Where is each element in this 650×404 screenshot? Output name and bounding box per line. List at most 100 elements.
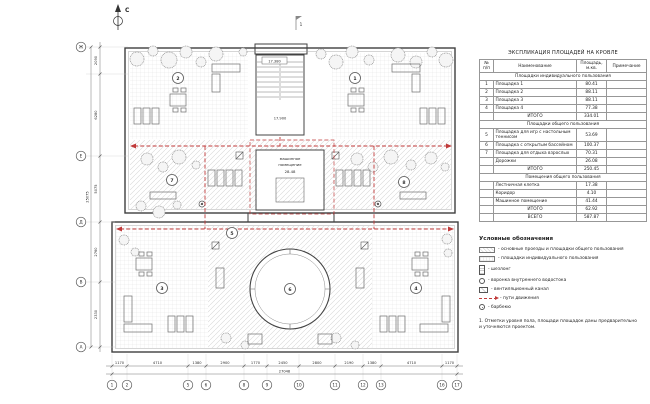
elevation-label: 17.380 <box>268 59 281 63</box>
legend-item-individual-areas: - площадки индивидуального пользования <box>479 256 647 262</box>
roof-plan-drawing: С 1 <box>75 4 463 391</box>
tree-icon <box>409 55 423 69</box>
sun-loungers <box>335 169 371 187</box>
dim-label: 5075 <box>94 184 98 193</box>
section-label: 1 <box>300 22 303 27</box>
machine-room-label: машинное <box>280 156 301 161</box>
sofa-set <box>419 295 451 333</box>
vent-shafts <box>211 151 369 250</box>
tree-icon <box>440 162 450 172</box>
barbecue-dot <box>200 202 204 206</box>
grid-axis-label: Е <box>80 154 83 159</box>
legend-label: - барбекю <box>488 304 511 310</box>
building-outline <box>111 43 459 353</box>
table-header-row: № п/п Наименование Площадь, м.кв. Примеч… <box>479 59 647 73</box>
tree-icon <box>130 247 140 257</box>
stair-core: 17.380 17.900 <box>255 54 305 136</box>
bench <box>355 267 365 289</box>
tree-icon <box>240 340 250 350</box>
grid-axis-label: 6 <box>205 383 208 388</box>
legend-label: - вентиляционный канал <box>491 287 549 293</box>
barbecue-icon <box>374 200 382 208</box>
grid-axis-label: 10 <box>296 383 302 388</box>
area-balloon-label: 1 <box>353 76 356 82</box>
tree-icon <box>129 51 145 67</box>
dim-label: 2900 <box>220 361 230 365</box>
tree-icon <box>135 200 147 212</box>
area-balloon-label: 2 <box>176 76 179 82</box>
dim-label: 1170 <box>445 361 455 365</box>
legend: Условные обозначения - основные проезды … <box>479 236 647 311</box>
dim-total-label: 27048 <box>279 370 291 374</box>
vent-shaft-icon <box>235 151 244 160</box>
grid-axis-label: Д <box>79 220 83 225</box>
tree-icon <box>195 56 207 68</box>
dining-set <box>347 87 365 113</box>
terrace-zone <box>130 53 248 139</box>
trees-layer <box>118 45 454 350</box>
tree-icon <box>152 205 166 219</box>
north-label: С <box>125 7 130 14</box>
legend-label: - площадки индивидуального пользования <box>498 256 599 262</box>
elevation-label: 17.900 <box>274 116 287 120</box>
dim-label: 1380 <box>367 361 377 365</box>
dining-set <box>169 87 187 113</box>
sofa-set <box>123 295 153 333</box>
vent-shaft-icon <box>360 241 369 250</box>
movement-arrows <box>116 143 454 232</box>
tree-icon <box>345 45 359 59</box>
bench <box>399 191 427 200</box>
sofa-set <box>391 63 421 93</box>
area-table: № п/п Наименование Площадь, м.кв. Примеч… <box>479 59 647 222</box>
tree-icon <box>157 161 169 173</box>
tree-icon <box>441 233 453 245</box>
right-panel: ЭКСПЛИКАЦИЯ ПЛОЩАДЕЙ НА КРОВЛЕ № п/п Наи… <box>479 50 647 331</box>
area-balloon-label: 7 <box>170 178 173 184</box>
legend-item-bbq: - барбекю <box>479 304 647 311</box>
dim-label: 1170 <box>115 361 125 365</box>
sun-loungers <box>419 107 446 125</box>
table <box>247 333 263 345</box>
tree-icon <box>220 332 232 344</box>
area-balloon-label: 5 <box>230 231 233 237</box>
dim-label: 2800 <box>312 361 322 365</box>
bench <box>215 267 225 289</box>
table-title: ЭКСПЛИКАЦИЯ ПЛОЩАДЕЙ НА КРОВЛЕ <box>508 50 618 56</box>
individual-area-swatch <box>479 256 495 262</box>
dim-total-label: 25075 <box>86 191 90 202</box>
tree-icon <box>238 47 248 57</box>
machine-room-label: помещение <box>278 162 302 167</box>
tree-icon <box>405 159 417 171</box>
col-header-num: № п/п <box>479 59 494 73</box>
vent-shaft-icon <box>331 151 340 160</box>
north-arrow-icon: С <box>113 4 130 30</box>
tree-icon <box>160 51 178 69</box>
sun-loungers <box>167 315 194 333</box>
legend-item-drain: - воронка внутреннего водостока <box>479 278 647 284</box>
tree-icon <box>171 149 187 165</box>
legend-item-common-areas: - основные проезды и площадки общего пол… <box>479 247 647 253</box>
machine-room-area: 28.48 <box>285 169 296 174</box>
area-balloon-label: 6 <box>288 287 291 293</box>
legend-label: - пути движения <box>500 296 539 301</box>
legend-label: - шезлонг <box>488 267 511 273</box>
sun-loungers <box>133 107 160 125</box>
grid-axis-label: 16 <box>439 383 445 388</box>
legend-title: Условные обозначения <box>479 236 554 242</box>
area-balloon-label: 3 <box>160 286 163 292</box>
tree-icon <box>330 332 342 344</box>
dim-label: 2330 <box>94 309 98 319</box>
tree-icon <box>390 47 406 63</box>
dim-label: 2450 <box>278 361 288 365</box>
